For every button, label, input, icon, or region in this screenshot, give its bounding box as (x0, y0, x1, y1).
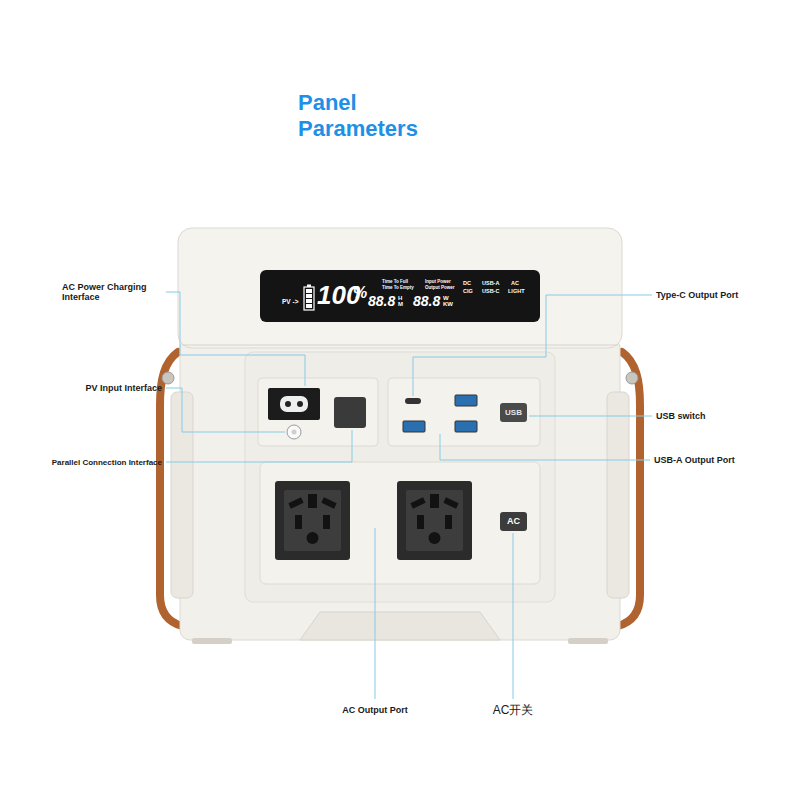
callout-label: USB switch (656, 411, 706, 421)
socket-hole (430, 494, 439, 508)
socket-hole (288, 497, 303, 508)
lcd-text: % (353, 285, 367, 301)
callout-label: Parallel Connection Interface (52, 458, 162, 467)
socket-hole (445, 515, 452, 529)
callout-label: AC Output Port (342, 705, 408, 715)
ac-socket (275, 481, 350, 560)
socket-hole (323, 515, 330, 529)
socket-hole (410, 497, 425, 508)
ac-switch-button: AC (500, 512, 527, 531)
handle-knob (626, 372, 638, 384)
inlet-pin (297, 401, 303, 407)
lcd-text: Time To Empty (382, 286, 414, 291)
front-recess (245, 352, 555, 602)
foot (192, 638, 232, 644)
lcd-text: USB-A (482, 281, 499, 287)
socket-frame (397, 481, 472, 560)
parallel-port (334, 397, 366, 428)
seam (182, 345, 618, 346)
lcd-text: USB-C (482, 289, 499, 295)
button-label: AC (507, 517, 520, 526)
lcd-text: 88.8 (413, 294, 440, 308)
callout-label: Type-C Output Port (656, 290, 738, 300)
leader-line (166, 292, 305, 386)
lid (178, 228, 622, 348)
title: Panel Parameters (298, 90, 463, 142)
right-bumper (607, 392, 629, 598)
battery-icon (304, 285, 314, 311)
leader-lines (166, 292, 652, 699)
socket-face (406, 490, 463, 551)
lcd-text: W (443, 295, 449, 301)
socket-hole (308, 494, 317, 508)
socket-frame (275, 481, 350, 560)
leader-line (413, 295, 652, 396)
socket-face (284, 490, 341, 551)
callout-label: USB-A Output Port (654, 455, 735, 465)
lcd-text: KW (443, 301, 453, 307)
lcd-text: AC (511, 281, 519, 287)
leader-line (529, 416, 652, 417)
lcd-text: PV -> (282, 299, 298, 306)
battery-outline (304, 287, 314, 310)
pv-port-pin (292, 430, 297, 435)
callout-label: AC开关 (493, 704, 534, 718)
socket-hole (295, 515, 302, 529)
battery-bar (306, 304, 312, 308)
lcd-text: LIGHT (508, 289, 525, 295)
base-plate (300, 612, 500, 640)
leader-line (375, 528, 376, 699)
button-label: USB (505, 409, 522, 417)
input-panel (258, 378, 378, 446)
leader-line (440, 434, 650, 460)
socket-hole (307, 532, 319, 544)
battery-bar (306, 289, 312, 293)
leader-line (166, 388, 285, 432)
lcd-text: Output Power (425, 286, 455, 291)
lcd-text: M (398, 301, 403, 307)
socket-hole (321, 497, 336, 508)
callout-label: AC Power Charging Interface (62, 282, 162, 303)
battery-bar (306, 294, 312, 298)
lcd-text: 88.8 (368, 294, 395, 308)
socket-hole (417, 515, 424, 529)
usb-a-port (403, 421, 425, 432)
body (180, 338, 620, 640)
usb-a-port (455, 421, 477, 432)
inlet-pin (285, 401, 291, 407)
lcd-screen (260, 270, 540, 322)
lcd-text: DC (463, 281, 471, 287)
battery-cap (307, 285, 311, 288)
ac-inlet-face (280, 396, 308, 412)
ac-panel (260, 462, 540, 584)
leader-line (513, 533, 514, 699)
handle-knob (162, 372, 174, 384)
lcd-text: Input Power (425, 280, 451, 285)
socket-hole (429, 532, 441, 544)
ac-inlet (268, 388, 320, 420)
lcd-text: H (398, 295, 402, 301)
battery-bar (306, 299, 312, 303)
usb-switch-button: USB (500, 403, 527, 422)
leader-line (166, 430, 352, 462)
lcd-text: CIG (463, 289, 473, 295)
type-c-port (405, 398, 421, 404)
socket-hole (443, 497, 458, 508)
foot (568, 638, 608, 644)
usb-a-port (455, 395, 477, 406)
usb-panel (388, 378, 540, 446)
ac-socket (397, 481, 472, 560)
lcd-display: PV ->100%Time To FullTime To Empty88.8HM… (260, 270, 540, 322)
pv-port (287, 425, 301, 439)
lcd-text: Time To Full (382, 280, 408, 285)
callout-label: PV Input Interface (85, 383, 162, 393)
